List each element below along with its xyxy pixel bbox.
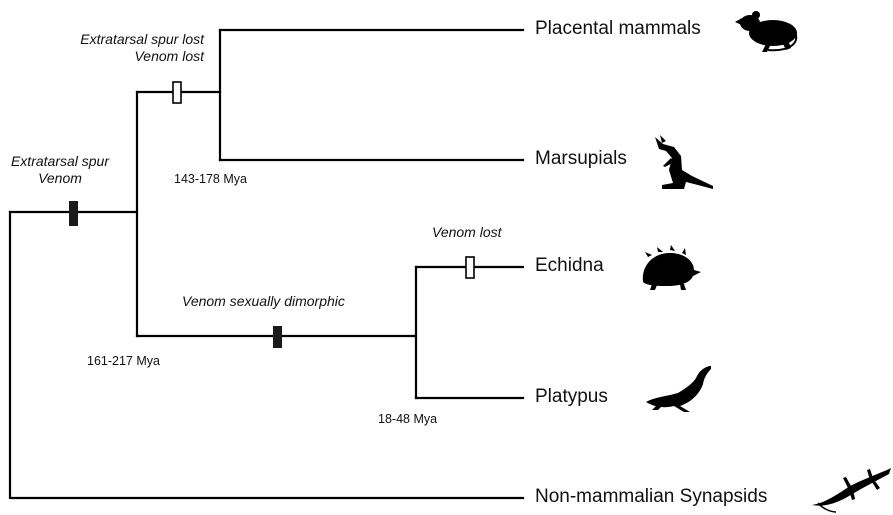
event-label-root: Extratarsal spur Venom (0, 153, 120, 187)
lizard-silhouette-icon (812, 468, 891, 512)
event-text-extratarsal-spur: Extratarsal spur (0, 153, 120, 170)
gain-marker-monotreme (273, 326, 282, 348)
date-label-mammal-split: 161-217 Mya (87, 354, 160, 368)
event-text-venom-lost-therian: Venom lost (80, 48, 204, 65)
date-label-therian-split: 143-178 Mya (174, 172, 247, 186)
gain-marker-root (69, 201, 78, 226)
taxon-label-echidna: Echidna (535, 255, 604, 277)
taxon-label-non-mammalian-synapsids: Non-mammalian Synapsids (535, 486, 767, 508)
event-text-venom-lost-echidna: Venom lost (432, 224, 502, 241)
taxon-label-marsupials: Marsupials (535, 148, 627, 170)
event-text-venom: Venom (0, 170, 120, 187)
event-text-extratarsal-spur-lost: Extratarsal spur lost (80, 31, 204, 48)
event-label-therian: Extratarsal spur lost Venom lost (80, 31, 204, 65)
rodent-silhouette-icon (735, 11, 797, 52)
echidna-silhouette-icon (643, 245, 701, 290)
loss-marker-theria (173, 82, 181, 103)
kangaroo-silhouette-icon (655, 135, 713, 189)
taxon-label-placental-mammals: Placental mammals (535, 18, 701, 40)
event-text-venom-sexually-dimorphic: Venom sexually dimorphic (182, 293, 345, 310)
date-label-monotreme-split: 18-48 Mya (378, 412, 437, 426)
taxon-label-platypus: Platypus (535, 386, 608, 408)
platypus-silhouette-icon (646, 366, 711, 412)
loss-marker-echidna (466, 257, 474, 278)
